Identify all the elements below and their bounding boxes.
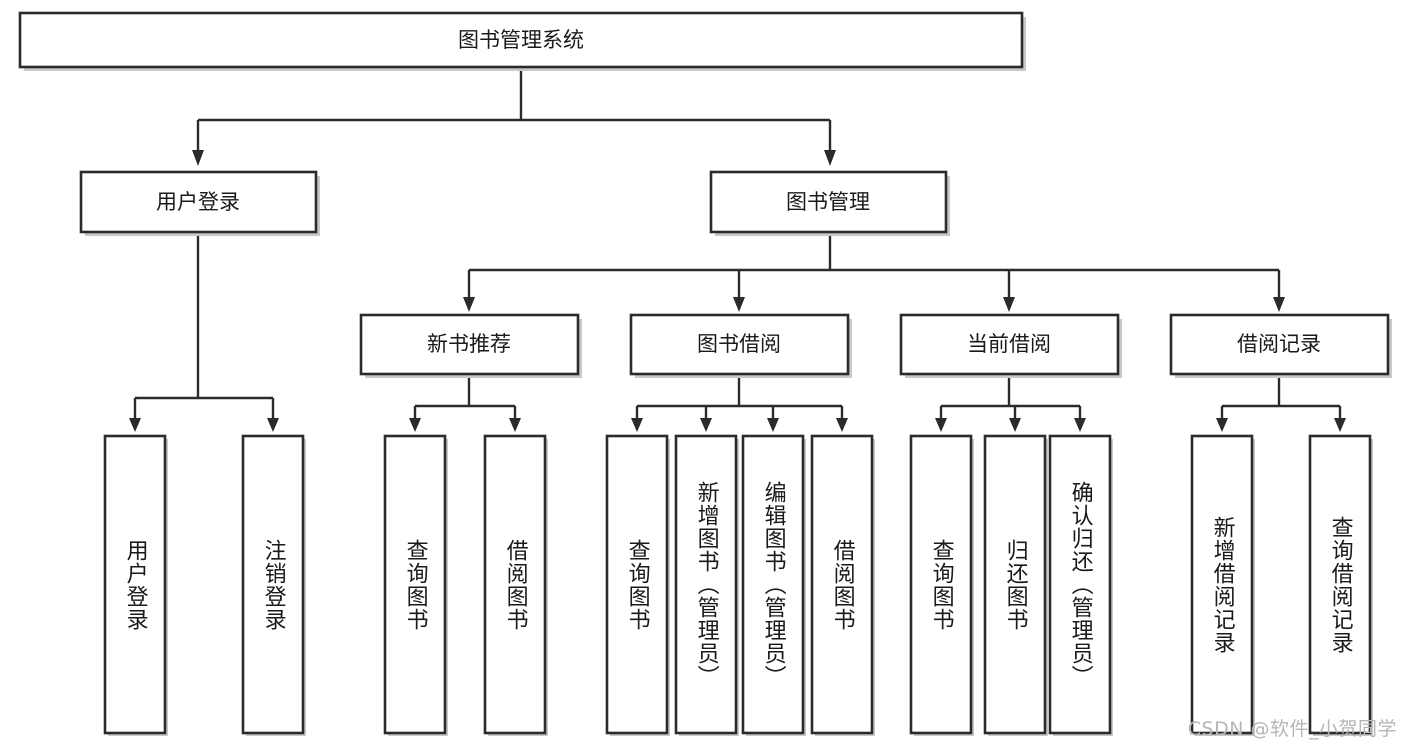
node-new-book-recommend-label: 新书推荐 [427,332,511,356]
node-book-manage-label: 图书管理 [786,190,870,214]
node-book-borrow-label: 图书借阅 [697,332,781,356]
node-leaf-edit-book[interactable] [741,434,806,736]
node-root-label: 图书管理系统 [458,28,584,52]
node-current-borrow-label: 当前借阅 [967,332,1051,356]
node-new-book-recommend[interactable]: 新书推荐 [359,313,582,378]
node-leaf-add-record[interactable] [1190,434,1255,736]
node-borrow-record-label: 借阅记录 [1237,332,1321,356]
node-leaf-borrow-book-2[interactable] [810,434,875,736]
node-leaf-query-book-3[interactable] [909,434,974,736]
node-leaf-query-record[interactable] [1308,434,1373,736]
node-leaf-query-book-1[interactable] [383,434,448,736]
node-borrow-record[interactable]: 借阅记录 [1169,313,1392,378]
node-leaf-return-book[interactable] [983,434,1048,736]
watermark: CSDN @软件_小贺同学 [1187,718,1397,740]
node-user-login-label: 用户登录 [156,190,240,214]
leaf-rects-layer [103,434,1373,736]
node-leaf-add-book[interactable] [674,434,739,736]
node-book-borrow[interactable]: 图书借阅 [629,313,852,378]
nodes-layer: 图书管理系统 用户登录 图书管理 新书推荐 [18,11,1392,736]
node-leaf-confirm-return[interactable] [1048,434,1113,736]
node-leaf-borrow-book-1[interactable] [483,434,548,736]
node-leaf-user-login[interactable] [103,434,168,736]
edges-layer [129,67,1346,432]
node-current-borrow[interactable]: 当前借阅 [899,313,1122,378]
node-leaf-query-book-2[interactable] [605,434,670,736]
node-root[interactable]: 图书管理系统 [18,11,1026,71]
node-leaf-user-logout[interactable] [241,434,306,736]
node-user-login[interactable]: 用户登录 [79,170,320,236]
node-book-manage[interactable]: 图书管理 [709,170,950,236]
